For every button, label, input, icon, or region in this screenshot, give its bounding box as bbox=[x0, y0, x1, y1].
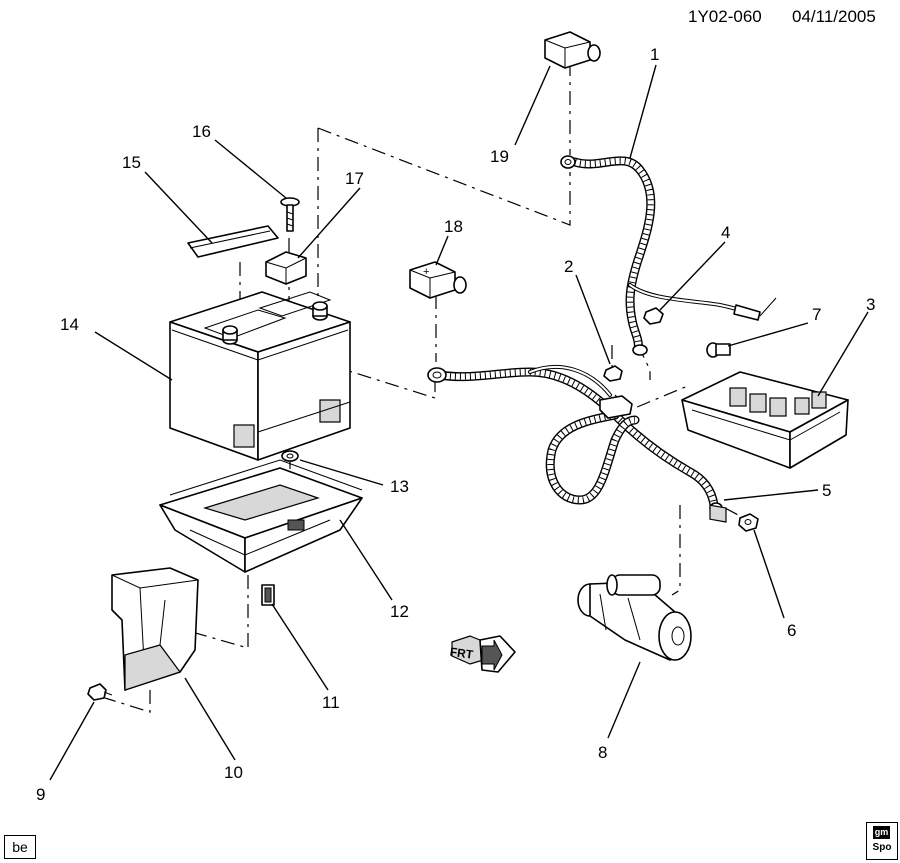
battery bbox=[169, 291, 351, 461]
callout-15: 15 bbox=[122, 153, 141, 172]
callout-1: 1 bbox=[650, 45, 659, 64]
terminal-cover bbox=[544, 31, 601, 69]
hold-down-bolt bbox=[280, 197, 300, 232]
positive-battery-cable bbox=[427, 364, 723, 514]
cable-nut-2 bbox=[603, 365, 623, 382]
callout-2: 2 bbox=[564, 257, 573, 276]
positive-sign: + bbox=[423, 266, 429, 278]
callout-19: 19 bbox=[490, 147, 509, 166]
callout-6: 6 bbox=[787, 621, 796, 640]
callout-11: 11 bbox=[322, 693, 340, 712]
callout-leaders bbox=[49, 64, 869, 781]
callout-4: 4 bbox=[721, 223, 730, 242]
front-arrow-label: FRT bbox=[449, 645, 475, 662]
callout-10: 10 bbox=[224, 763, 243, 782]
positive-terminal-cover: + bbox=[409, 261, 467, 299]
starter-motor bbox=[577, 574, 692, 661]
callout-16: 16 bbox=[192, 122, 211, 141]
callout-18: 18 bbox=[444, 217, 463, 236]
starter-nut bbox=[738, 513, 759, 532]
callout-8: 8 bbox=[598, 743, 607, 762]
callout-13: 13 bbox=[390, 477, 409, 496]
callout-14: 14 bbox=[60, 315, 79, 334]
callout-17: 17 bbox=[345, 169, 364, 188]
gm-logo-text: gm bbox=[873, 826, 890, 839]
front-direction-arrow-icon: FRT bbox=[449, 635, 516, 673]
cable-nut-4 bbox=[643, 307, 664, 325]
callout-7: 7 bbox=[812, 305, 821, 324]
callout-numbers: 1 2 3 4 5 6 7 8 9 10 11 12 13 14 15 16 1… bbox=[36, 45, 875, 804]
washer bbox=[281, 450, 299, 462]
callout-9: 9 bbox=[36, 785, 45, 804]
shield-bolt bbox=[87, 683, 113, 701]
underhood-fuse-block bbox=[681, 371, 849, 523]
view-code-badge: be bbox=[4, 835, 36, 859]
callout-12: 12 bbox=[390, 602, 409, 621]
negative-battery-cable bbox=[560, 155, 777, 356]
fuse-block-bolt bbox=[706, 342, 731, 358]
callout-3: 3 bbox=[866, 295, 875, 314]
tray-support-shield bbox=[111, 567, 199, 691]
diagram-code: 1Y02-060 bbox=[688, 7, 762, 26]
spo-logo-text: Spo bbox=[872, 842, 892, 853]
battery-retainer bbox=[265, 251, 307, 285]
gm-spo-logo-icon: gm Spo bbox=[866, 822, 898, 860]
callout-5: 5 bbox=[822, 481, 831, 500]
battery-tray bbox=[159, 459, 363, 573]
diagram-date: 04/11/2005 bbox=[792, 7, 876, 26]
retaining-clip bbox=[261, 584, 275, 606]
battery-insulator-pad bbox=[187, 225, 279, 258]
